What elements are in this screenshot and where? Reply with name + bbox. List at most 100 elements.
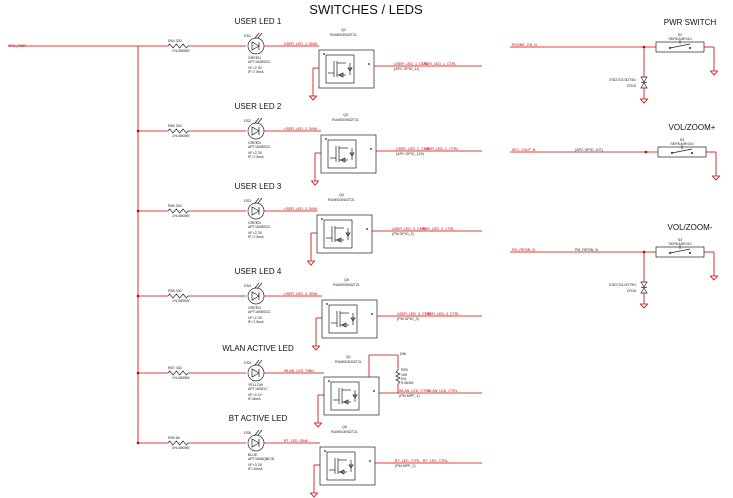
led-body xyxy=(247,122,265,140)
resistor-body xyxy=(167,208,189,214)
fet-outline xyxy=(316,214,373,254)
led-ray xyxy=(257,117,263,124)
resistor-tolerance: 1%,0805W xyxy=(172,376,190,380)
switch-header: VOL/ZOOM+ xyxy=(669,123,716,132)
led-triangle xyxy=(251,291,260,301)
switch-header: VOL/ZOOM- xyxy=(668,223,713,232)
ground-symbol xyxy=(311,345,321,351)
led-part: APT1608SGC xyxy=(248,225,271,229)
resistor-ref: R69 68 xyxy=(168,436,180,440)
led-part: APT1608SGC xyxy=(248,60,271,64)
resistor-ref: R67 330 xyxy=(168,366,182,370)
switch-contact xyxy=(669,252,671,254)
switch-part: SKRKAHE010 xyxy=(668,242,691,246)
switch-contact xyxy=(671,152,673,154)
fet-part: RUM003N02T2L xyxy=(332,118,359,122)
tvs-part: ESD7C5.0DT5G xyxy=(609,78,636,82)
led-body xyxy=(247,364,265,382)
led-part: APT1608YC xyxy=(248,387,268,391)
led-if: IF=7.0mA xyxy=(248,70,264,74)
led-ray xyxy=(254,429,260,436)
led-triangle xyxy=(251,438,260,448)
led-part: APT1608QBC/D xyxy=(248,457,275,461)
sink-net-label: BT_LED_SINK xyxy=(284,439,309,443)
switch-part: SKRKAHE010 xyxy=(670,142,693,146)
led-color: GREEN xyxy=(248,56,261,60)
fet-part: RUM003N02T2L xyxy=(335,360,362,364)
pull-pkg: 0.063W xyxy=(401,381,414,385)
tvs-diode xyxy=(640,82,648,89)
led-ray xyxy=(254,117,260,124)
ctrl-net-label: WLAN_LED_CTRL xyxy=(399,389,430,393)
led-header: BT ACTIVE LED xyxy=(229,414,288,423)
fet-inner xyxy=(327,139,357,169)
led-ray xyxy=(254,282,260,289)
fet-arrow xyxy=(338,72,344,78)
fet-part: RUM003N02T2L xyxy=(330,33,357,37)
fet-diode-tri xyxy=(350,317,356,322)
fet-outline xyxy=(319,446,376,486)
resistor-tolerance: 1%,0805W xyxy=(172,299,190,303)
led-triangle xyxy=(251,126,260,136)
resistor-body xyxy=(167,293,189,299)
switch-lever xyxy=(669,248,691,254)
fet-pin xyxy=(373,390,375,392)
pull-resistor-body xyxy=(395,369,401,385)
switch-header: PWR SWITCH xyxy=(664,18,717,27)
ctrl-net-label: USER_LED_1_CTRL xyxy=(394,62,428,66)
resistor-ref: R65 330 xyxy=(168,124,182,128)
led-body xyxy=(247,202,265,220)
fet-pin xyxy=(325,138,327,140)
led-ray xyxy=(254,197,260,204)
gpio-label: (PM GPIO_3) xyxy=(397,317,419,321)
led-header: USER LED 4 xyxy=(235,267,282,276)
led-color: GREEN xyxy=(248,141,261,145)
led-body xyxy=(247,434,265,452)
fet-diode-tri xyxy=(347,67,353,72)
ground-symbol xyxy=(639,98,649,104)
fet-arrow xyxy=(343,399,349,405)
fet-inner xyxy=(323,219,353,249)
ground-symbol xyxy=(313,422,323,428)
switch-net-label: PM_RESIN_N xyxy=(512,248,535,252)
pull-value: 10K xyxy=(401,373,408,377)
ctrl-net-label: USER_LED_3_CTRL xyxy=(392,227,426,231)
led-ray xyxy=(257,359,263,366)
led-if: IF=10mA xyxy=(248,467,263,471)
gpio-label: (PM MPP_2) xyxy=(395,464,416,468)
fet-outline xyxy=(318,49,375,89)
led-if: IF=7.0mA xyxy=(248,235,264,239)
ctrl-net-label: USER_LED_2_CTRL xyxy=(396,147,430,151)
resistor-body xyxy=(167,128,189,134)
tvs-diode xyxy=(640,281,648,288)
switch-contact xyxy=(691,152,693,154)
sink-net-label: USER_LED_1_SINK xyxy=(284,42,318,46)
led-color: BLUE xyxy=(248,453,258,457)
led-part: APT1608SGC xyxy=(248,310,271,314)
tvs-part: ESD7C5.0DT5G xyxy=(609,283,636,287)
fet-ref: Q1 xyxy=(346,355,351,359)
led-vf: VF=2.3V xyxy=(248,151,263,155)
fet-part: RUM003N02T2L xyxy=(328,198,355,202)
fet-arrow xyxy=(341,322,347,328)
led-ray xyxy=(254,32,260,39)
resistor-ref: R64 330 xyxy=(168,39,182,43)
fet-arrow xyxy=(339,469,345,475)
sink-net-label: WLAN_LED_SINK xyxy=(284,369,314,373)
led-ref: DS6 xyxy=(244,431,251,435)
resistor-body xyxy=(167,43,189,49)
gpio-label: (PM GPIO_2) xyxy=(392,232,414,236)
led-ray xyxy=(257,429,263,436)
fet-inner xyxy=(330,381,360,411)
fet-diode-tri xyxy=(345,232,351,237)
sink-net-label: USER_LED_4_SINK xyxy=(284,292,318,296)
led-ray xyxy=(257,282,263,289)
ground-symbol xyxy=(639,303,649,309)
ctrl-out-label: USER_LED_3_CTRL xyxy=(420,227,454,231)
